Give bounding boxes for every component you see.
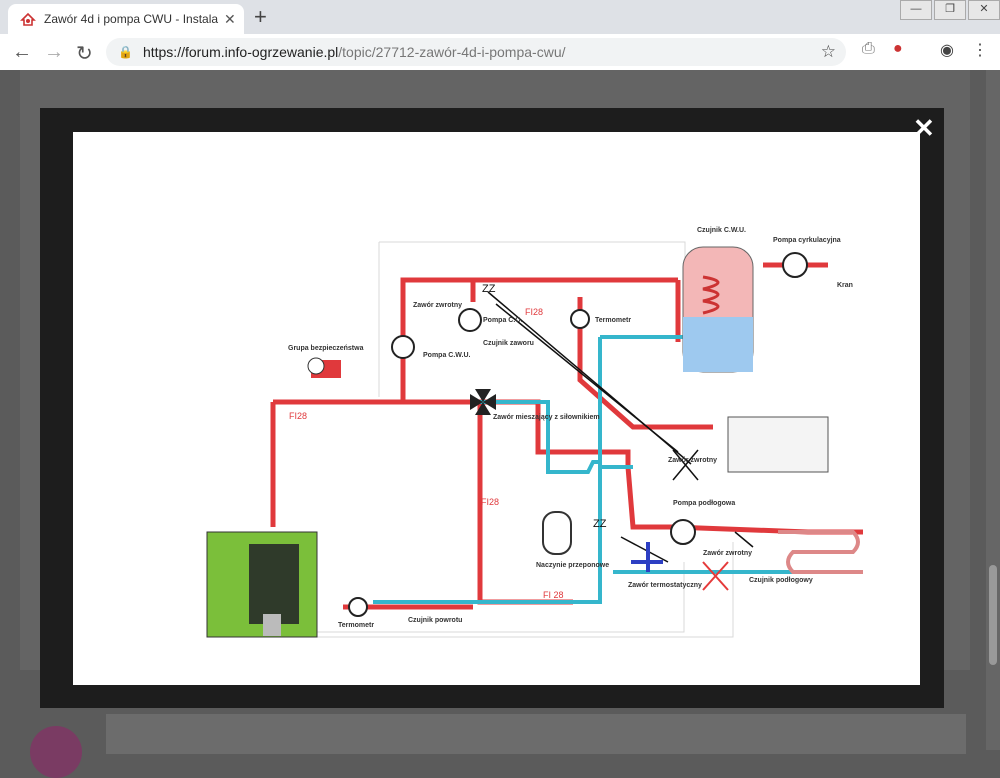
- bookmark-star-icon[interactable]: ☆: [820, 42, 836, 61]
- label-termometr-top: Termometr: [595, 317, 631, 324]
- mixing-valve-icon: [470, 389, 496, 415]
- label-czujnik-zaworu: Czujnik zaworu: [483, 340, 534, 347]
- label-fi28-left: FI28: [289, 411, 307, 421]
- label-zawor-zwrotny-low: Zawór zwrotny: [703, 550, 752, 557]
- heating-diagram-image: Czujnik C.W.U. Pompa cyrkulacyjna Kran Z…: [73, 132, 920, 685]
- pump-co-icon: [458, 308, 482, 332]
- label-czujnik-cwu: Czujnik C.W.U.: [697, 227, 746, 234]
- label-zawor-zwrotny-mid: Zawór zwrotny: [668, 457, 717, 464]
- pdf-extension-icon[interactable]: ⎙: [862, 40, 875, 57]
- profile-icon[interactable]: ◉: [940, 42, 954, 59]
- scrollbar-thumb[interactable]: [989, 565, 997, 665]
- tank-icon: [682, 246, 754, 373]
- thermometer-bottom-icon: [348, 597, 368, 617]
- omnibox[interactable]: 🔒 https://forum.info-ogrzewanie.pl/topic…: [106, 38, 846, 66]
- thermometer-top-icon: [570, 309, 590, 329]
- close-window-icon[interactable]: ✕: [968, 0, 1000, 20]
- floor-pump-icon: [670, 519, 696, 545]
- minimize-icon[interactable]: —: [900, 0, 932, 20]
- restore-icon[interactable]: ❐: [934, 0, 966, 20]
- window-controls: — ❐ ✕: [898, 0, 1000, 20]
- label-pompa-cyrkulacyjna: Pompa cyrkulacyjna: [773, 237, 841, 244]
- label-fi28-top: FI28: [525, 307, 543, 317]
- label-zawor-zwrotny-top: Zawór zwrotny: [413, 302, 462, 309]
- browser-tab[interactable]: Zawór 4d i pompa CWU - Instala ✕: [8, 4, 244, 34]
- label-fi28-bottom: FI 28: [543, 590, 564, 600]
- new-tab-icon[interactable]: +: [254, 4, 267, 29]
- browser-tab-strip: Zawór 4d i pompa CWU - Instala ✕ + — ❐ ✕: [0, 0, 1000, 34]
- lock-icon: 🔒: [118, 45, 133, 59]
- label-pompa-co: Pompa C.O.: [483, 317, 523, 324]
- label-pompa-cwu: Pompa C.W.U.: [423, 352, 471, 359]
- back-icon[interactable]: ←: [12, 41, 32, 63]
- scrollbar[interactable]: [986, 70, 1000, 750]
- reload-icon[interactable]: ↻: [76, 43, 93, 65]
- label-czujnik-podlogowy: Czujnik podłogowy: [749, 577, 813, 584]
- label-czujnik-powrotu: Czujnik powrotu: [408, 617, 462, 624]
- pump-cwu-icon: [391, 335, 415, 359]
- site-favicon-icon: [20, 12, 36, 26]
- floor-coil-icon: [778, 530, 863, 574]
- label-zz-mid: ZZ: [593, 518, 607, 530]
- extension-badge-icon[interactable]: ●: [893, 40, 903, 57]
- heating-schematic: Czujnik C.W.U. Pompa cyrkulacyjna Kran Z…: [206, 227, 863, 638]
- label-naczynie-przeponowe: Naczynie przeponowe: [536, 562, 609, 569]
- tab-title: Zawór 4d i pompa CWU - Instala: [44, 12, 219, 26]
- label-grupa-bezpieczenstwa: Grupa bezpieczeństwa: [288, 345, 364, 352]
- url-text: https://forum.info-ogrzewanie.pl/topic/2…: [142, 44, 566, 60]
- label-kran: Kran: [837, 282, 853, 289]
- menu-icon[interactable]: ⋮: [972, 42, 988, 59]
- label-termometr-bottom: Termometr: [338, 622, 374, 629]
- label-fi28-mid: FI28: [481, 497, 499, 507]
- next-post-card: [106, 714, 966, 754]
- label-pompa-podlogowa: Pompa podłogowa: [673, 500, 735, 507]
- avatar: [30, 726, 82, 778]
- label-zawor-mieszajacy: Zawór mieszający z siłownikiem: [493, 414, 600, 421]
- forward-icon[interactable]: →: [44, 41, 64, 63]
- boiler-icon: [206, 531, 318, 638]
- label-zawor-termostatyczny: Zawór termostatyczny: [628, 582, 702, 589]
- expansion-vessel-icon: [542, 511, 572, 555]
- address-bar-row: ← → ↻ 🔒 https://forum.info-ogrzewanie.pl…: [0, 34, 1000, 71]
- label-zz-top: ZZ: [482, 283, 496, 295]
- close-tab-icon[interactable]: ✕: [224, 10, 236, 27]
- circulation-pump-icon: [782, 252, 808, 278]
- radiator-icon: [727, 416, 829, 473]
